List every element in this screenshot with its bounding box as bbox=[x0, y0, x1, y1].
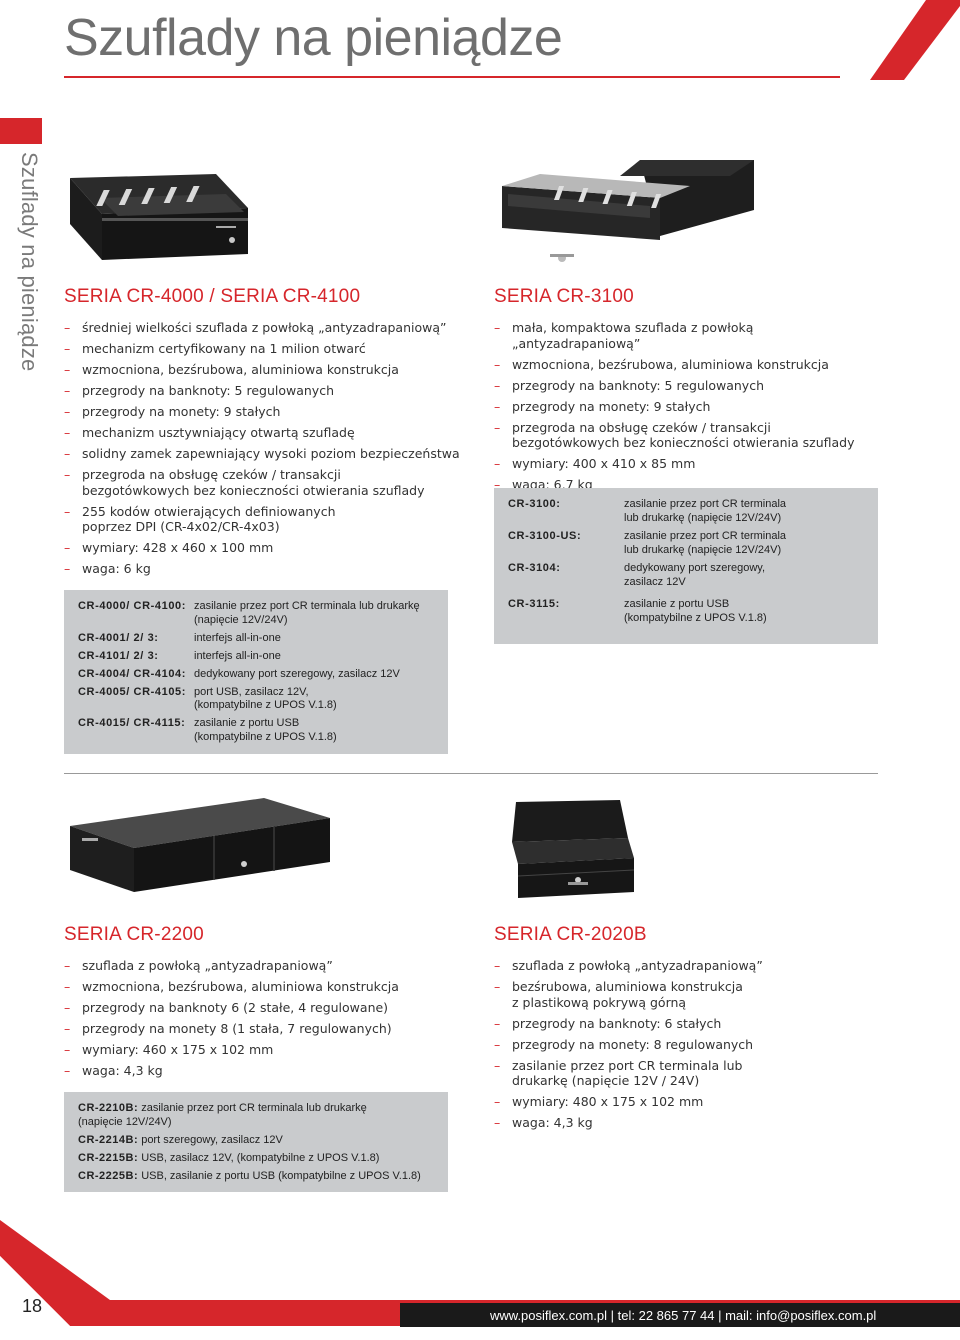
spec-box-cr4000: CR-4000/ CR-4100:zasilanie przez port CR… bbox=[64, 590, 448, 754]
list-item: solidny zamek zapewniający wysoki poziom… bbox=[64, 446, 464, 462]
list-item: bezśrubowa, aluminiowa konstrukcja z pla… bbox=[494, 979, 884, 1010]
spec-row: CR-3100:zasilanie przez port CR terminal… bbox=[508, 498, 787, 524]
footer-contact-info: www.posiflex.com.pl | tel: 22 865 77 44 … bbox=[490, 1308, 877, 1323]
title-rule bbox=[64, 76, 840, 78]
list-item: przegrody na monety 8 (1 stała, 7 regulo… bbox=[64, 1021, 464, 1037]
list-item: mechanizm certyfikowany na 1 milion otwa… bbox=[64, 341, 464, 357]
spec-row: CR-4000/ CR-4100:zasilanie przez port CR… bbox=[78, 600, 420, 626]
list-item: przegrody na banknoty 6 (2 stałe, 4 regu… bbox=[64, 1000, 464, 1016]
list-item: wymiary: 428 x 460 x 100 mm bbox=[64, 540, 464, 556]
list-item: zasilanie przez port CR terminala lub dr… bbox=[494, 1058, 884, 1089]
list-item: wzmocniona, bezśrubowa, aluminiowa konst… bbox=[64, 362, 464, 378]
feature-list-cr2020b: szuflada z powłoką „antyzadrapaniową” be… bbox=[494, 958, 884, 1136]
list-item: waga: 4,3 kg bbox=[64, 1063, 464, 1079]
feature-list-cr2200: szuflada z powłoką „antyzadrapaniową” wz… bbox=[64, 958, 464, 1084]
spec-row: CR-2210B: zasilanie przez port CR termin… bbox=[78, 1102, 367, 1128]
side-section-label: Szuflady na pieniądze bbox=[17, 152, 42, 372]
list-item: 255 kodów otwierających definiowanych po… bbox=[64, 504, 464, 535]
cash-drawer-cr2200-image bbox=[70, 798, 330, 892]
corner-stripe-decoration bbox=[870, 0, 960, 80]
spec-row: CR-4001/ 2/ 3:interfejs all-in-one bbox=[78, 631, 281, 644]
page-title: Szuflady na pieniądze bbox=[64, 9, 563, 67]
spec-row: CR-3115:zasilanie z portu USB (kompatybi… bbox=[508, 598, 767, 624]
list-item: przegrody na monety: 9 stałych bbox=[494, 399, 884, 415]
list-item: przegrody na banknoty: 5 regulowanych bbox=[64, 383, 464, 399]
list-item: przegrody na banknoty: 5 regulowanych bbox=[494, 378, 884, 394]
side-tab-marker bbox=[0, 118, 42, 144]
footer-bar bbox=[400, 1303, 960, 1327]
list-item: przegrody na monety: 8 regulowanych bbox=[494, 1037, 884, 1053]
spec-row: CR-2214B: port szeregowy, zasilacz 12V bbox=[78, 1133, 283, 1146]
spec-row: CR-4015/ CR-4115:zasilanie z portu USB (… bbox=[78, 717, 337, 743]
spec-row: CR-4101/ 2/ 3:interfejs all-in-one bbox=[78, 649, 281, 662]
cash-drawer-cr2020b-image bbox=[512, 800, 635, 898]
list-item: szuflada z powłoką „antyzadrapaniową” bbox=[494, 958, 884, 974]
spec-box-cr2200: CR-2210B: zasilanie przez port CR termin… bbox=[64, 1092, 448, 1192]
list-item: mała, kompaktowa szuflada z powłoką „ant… bbox=[494, 320, 884, 351]
series-title-cr3100: SERIA CR-3100 bbox=[494, 286, 634, 307]
spec-row: CR-4005/ CR-4105:port USB, zasilacz 12V,… bbox=[78, 685, 337, 712]
series-title-cr4000: SERIA CR-4000 / SERIA CR-4100 bbox=[64, 286, 361, 307]
list-item: szuflada z powłoką „antyzadrapaniową” bbox=[64, 958, 464, 974]
spec-row: CR-3100-US:zasilanie przez port CR termi… bbox=[508, 530, 787, 556]
list-item: przegrody na banknoty: 6 stałych bbox=[494, 1016, 884, 1032]
list-item: wzmocniona, bezśrubowa, aluminiowa konst… bbox=[64, 979, 464, 995]
list-item: przegroda na obsługę czeków / transakcji… bbox=[64, 467, 464, 498]
list-item: waga: 6 kg bbox=[64, 561, 464, 577]
list-item: przegrody na monety: 9 stałych bbox=[64, 404, 464, 420]
list-item: wzmocniona, bezśrubowa, aluminiowa konst… bbox=[494, 357, 884, 373]
list-item: średniej wielkości szuflada z powłoką „a… bbox=[64, 320, 464, 336]
series-title-cr2200: SERIA CR-2200 bbox=[64, 924, 204, 945]
spec-row: CR-3104:dedykowany port szeregowy, zasil… bbox=[508, 562, 766, 588]
spec-row: CR-4004/ CR-4104:dedykowany port szerego… bbox=[78, 667, 400, 680]
list-item: waga: 4,3 kg bbox=[494, 1115, 884, 1131]
list-item: przegroda na obsługę czeków / transakcji… bbox=[494, 420, 884, 451]
spec-row: CR-2215B: USB, zasilacz 12V, (kompatybil… bbox=[78, 1151, 380, 1164]
series-title-cr2020b: SERIA CR-2020B bbox=[494, 924, 647, 945]
page-number: 18 bbox=[22, 1296, 43, 1316]
list-item: mechanizm usztywniający otwartą szufladę bbox=[64, 425, 464, 441]
spec-row: CR-2225B: USB, zasilanie z portu USB (ko… bbox=[78, 1169, 421, 1182]
cash-drawer-cr3100-image bbox=[502, 160, 754, 262]
feature-list-cr4000: średniej wielkości szuflada z powłoką „a… bbox=[64, 320, 464, 582]
list-item: wymiary: 400 x 410 x 85 mm bbox=[494, 456, 884, 472]
section-divider bbox=[64, 773, 878, 774]
spec-box-cr3100: CR-3100:zasilanie przez port CR terminal… bbox=[494, 488, 878, 644]
list-item: wymiary: 460 x 175 x 102 mm bbox=[64, 1042, 464, 1058]
feature-list-cr3100: mała, kompaktowa szuflada z powłoką „ant… bbox=[494, 320, 884, 498]
cash-drawer-cr4000-image bbox=[70, 174, 248, 260]
list-item: wymiary: 480 x 175 x 102 mm bbox=[494, 1094, 884, 1110]
